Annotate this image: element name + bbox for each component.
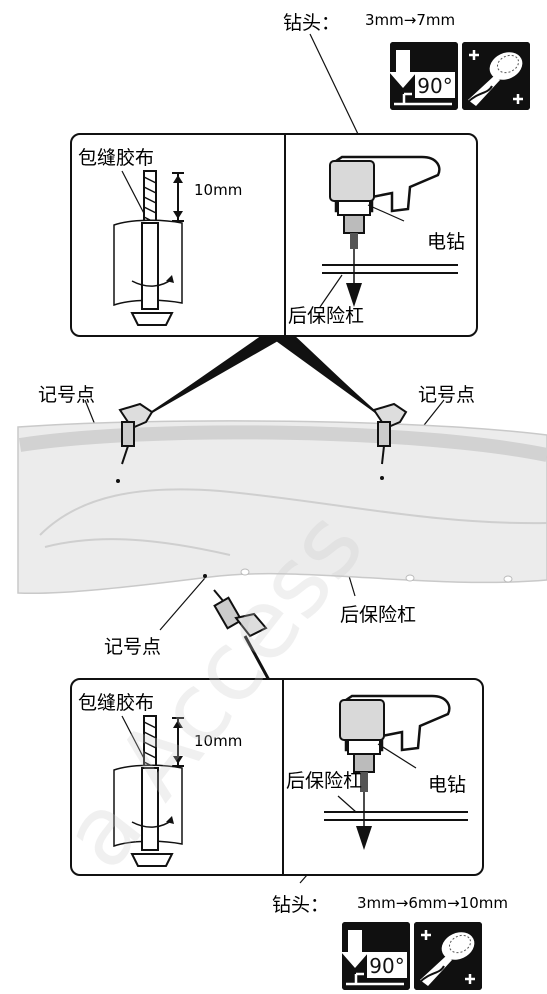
upper-bumper-label: 后保险杠 <box>288 305 365 327</box>
mark-drill-right-icon <box>372 402 408 465</box>
top-bit-label: 钻头： <box>283 12 341 34</box>
mark-point-left-label: 记号点 <box>38 384 96 406</box>
bottom-bit-label: 钻头： <box>272 894 330 916</box>
lower-electric-drill-illustration <box>324 694 468 850</box>
bottom-drill-angle-icon: 90° <box>342 922 410 990</box>
bumper-part-label: 后保险杠 <box>340 604 417 626</box>
upper-drill-label: 电钻 <box>427 231 466 253</box>
rear-bumper-illustration <box>17 420 547 595</box>
bottom-bit-sizes: 3mm→6mm→10mm <box>357 894 508 912</box>
lower-detail-panel: 包缝胶布 10mm 电钻 后保险杠 <box>70 678 484 876</box>
upper-length-label: 10mm <box>194 181 243 199</box>
lower-bumper-label: 后保险杠 <box>286 770 363 792</box>
upper-drill-bit-tape-illustration <box>113 170 184 326</box>
upper-electric-drill-illustration <box>319 155 458 308</box>
drill-angle-icon: 90° <box>390 42 458 110</box>
lower-drill-label: 电钻 <box>428 774 467 796</box>
bottom-sanding-disc-icon <box>414 922 482 990</box>
mark-point-right-label: 记号点 <box>418 384 476 406</box>
top-bit-sizes: 3mm→7mm <box>365 11 456 29</box>
top-angle-text: 90° <box>417 74 452 98</box>
lower-tape-label: 包缝胶布 <box>78 692 155 714</box>
bottom-sanding-badge <box>414 922 482 990</box>
upper-detail-panel: 包缝胶布 10mm 电钻 后保险杠 <box>70 133 478 337</box>
mark-point-bottom-label: 记号点 <box>104 636 162 658</box>
upper-tape-label: 包缝胶布 <box>78 147 155 169</box>
lower-panel-divider <box>282 680 284 874</box>
lower-length-label: 10mm <box>194 732 243 750</box>
lower-drill-bit-tape-illustration <box>113 715 184 867</box>
mark-drill-bottom-icon <box>213 589 268 638</box>
bottom-angle-text: 90° <box>369 954 404 978</box>
bottom-angle-90-badge: 90° <box>342 922 410 990</box>
sanding-badge <box>462 42 530 110</box>
upper-panel-divider <box>284 135 286 335</box>
mark-drill-left-icon <box>118 402 154 465</box>
angle-90-badge: 90° <box>390 42 458 110</box>
sanding-disc-icon <box>462 42 530 110</box>
